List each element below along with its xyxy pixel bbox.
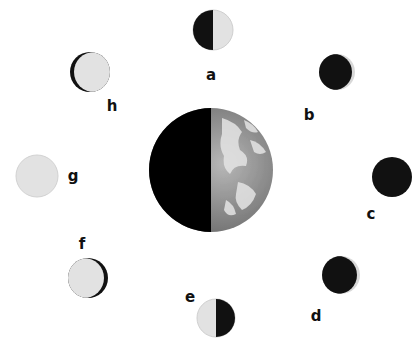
moon xyxy=(319,256,360,294)
moon xyxy=(197,299,235,337)
phase-letter: a xyxy=(206,68,216,83)
moon xyxy=(193,10,233,50)
phase-letter: e xyxy=(185,290,195,305)
earth xyxy=(149,108,273,232)
moon xyxy=(64,258,108,298)
moon xyxy=(316,54,355,90)
phase-letter: f xyxy=(79,237,86,252)
phase-letter: g xyxy=(68,169,79,184)
phase-letter: b xyxy=(304,108,315,123)
moon xyxy=(70,52,114,92)
phase-letter: d xyxy=(311,309,322,324)
moon xyxy=(16,155,58,197)
moon xyxy=(372,157,412,197)
phase-letter: h xyxy=(107,99,118,114)
phase-letter: c xyxy=(367,207,376,222)
